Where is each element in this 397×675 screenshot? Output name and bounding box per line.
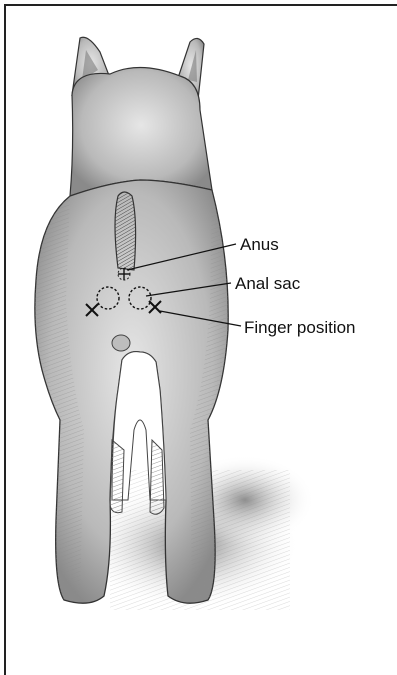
- tail: [115, 192, 136, 270]
- label-anal-sac: Anal sac: [235, 275, 300, 292]
- head-neck: [70, 67, 212, 196]
- scrotum: [112, 335, 130, 351]
- label-anus: Anus: [240, 236, 279, 253]
- label-finger-position: Finger position: [244, 319, 356, 336]
